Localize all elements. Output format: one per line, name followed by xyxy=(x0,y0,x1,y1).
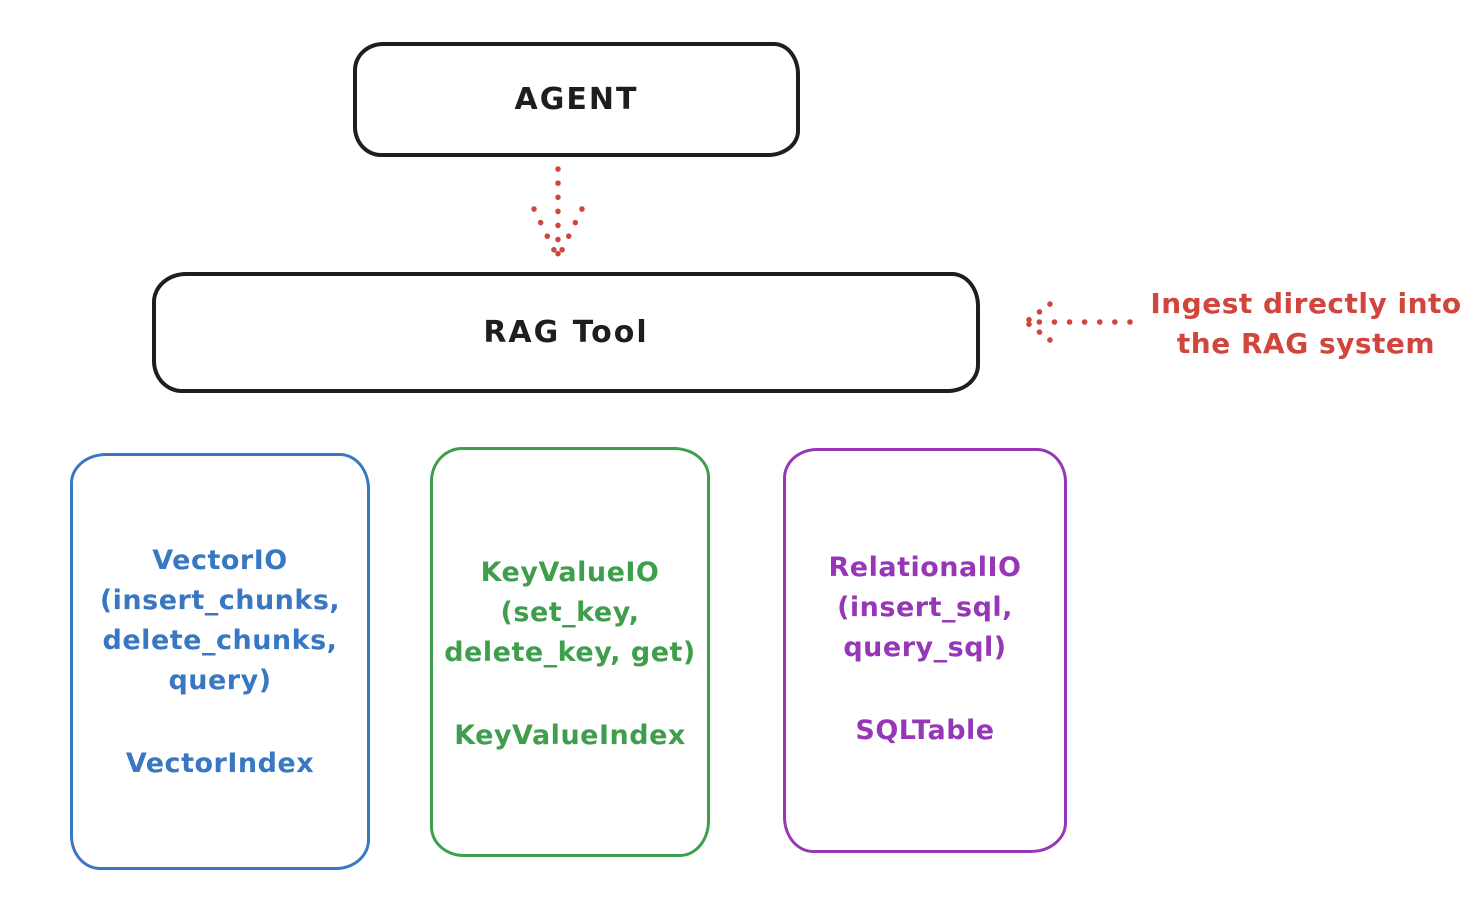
relational-io-box: RelationalIO (insert_sql, query_sql) SQL… xyxy=(783,448,1067,853)
vector-index-label: VectorIndex xyxy=(125,748,315,779)
relational-io-text: RelationalIO (insert_sql, query_sql) SQL… xyxy=(786,548,1064,751)
keyvalue-io-box: KeyValueIO (set_key, delete_key, get) Ke… xyxy=(430,447,710,857)
ingest-annotation-arrow xyxy=(1023,301,1133,343)
keyvalue-io-title: KeyValueIO xyxy=(480,557,660,588)
sql-table-label: SQLTable xyxy=(855,715,995,746)
keyvalue-io-methods-line1: (set_key, xyxy=(500,597,640,628)
relational-io-title: RelationalIO xyxy=(828,552,1022,583)
ingest-annotation-line2: the RAG system xyxy=(1176,327,1436,360)
spacer xyxy=(73,701,367,744)
vector-io-box: VectorIO (insert_chunks, delete_chunks, … xyxy=(70,453,370,870)
spacer xyxy=(433,673,707,716)
rag-tool-node-label: RAG Tool xyxy=(483,315,649,350)
ingest-annotation-line1: Ingest directly into xyxy=(1150,287,1462,320)
vector-io-title: VectorIO xyxy=(152,545,288,576)
vector-io-methods-line3: query) xyxy=(168,665,272,696)
ingest-annotation: Ingest directly into the RAG system xyxy=(1140,284,1472,364)
vector-io-methods-line1: (insert_chunks, xyxy=(99,585,341,616)
relational-io-methods-line2: query_sql) xyxy=(843,632,1007,663)
vector-io-methods-line2: delete_chunks, xyxy=(102,625,338,656)
keyvalue-index-label: KeyValueIndex xyxy=(454,720,686,751)
spacer xyxy=(786,668,1064,711)
agent-node-label: AGENT xyxy=(514,82,639,117)
rag-tool-node: RAG Tool xyxy=(152,272,980,393)
keyvalue-io-text: KeyValueIO (set_key, delete_key, get) Ke… xyxy=(433,553,707,756)
vector-io-text: VectorIO (insert_chunks, delete_chunks, … xyxy=(73,541,367,784)
agent-to-ragtool-arrow xyxy=(531,166,585,259)
keyvalue-io-methods-line2: delete_key, get) xyxy=(444,637,696,668)
relational-io-methods-line1: (insert_sql, xyxy=(837,592,1013,623)
agent-node: AGENT xyxy=(353,42,800,157)
